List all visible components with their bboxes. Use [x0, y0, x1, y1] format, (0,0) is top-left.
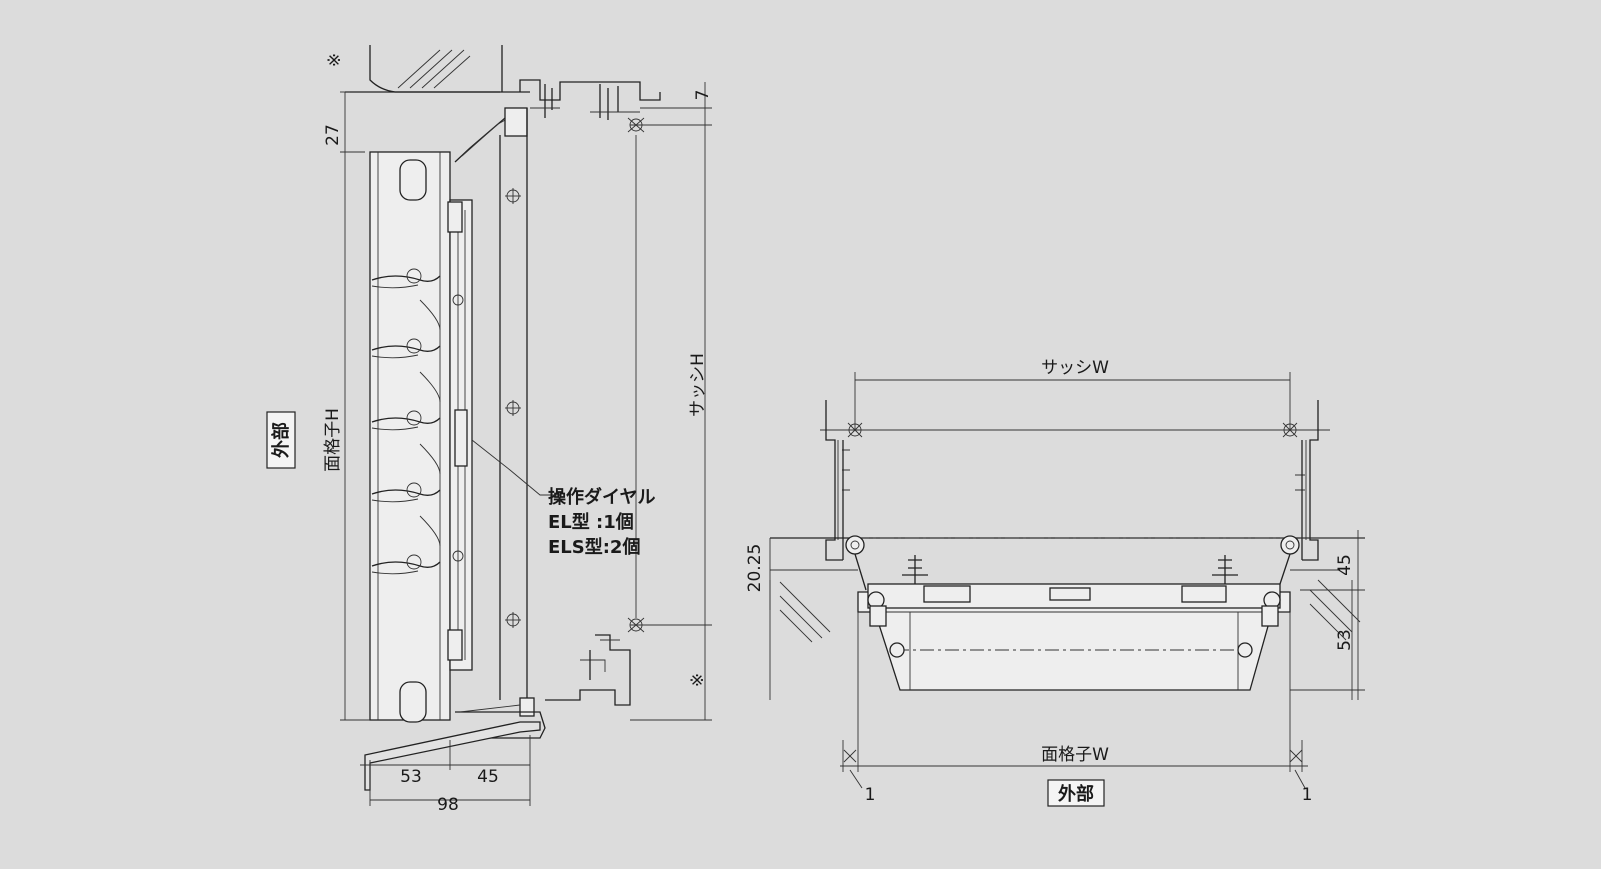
sash-w-label: サッシW	[1041, 358, 1109, 378]
bottom-asterisk: ※	[688, 673, 708, 687]
bottom-sill-detail	[364, 634, 631, 791]
top-end-cap	[399, 159, 427, 201]
rail-block-center	[1049, 587, 1091, 601]
dial-leader-line	[471, 439, 560, 496]
rail-block-left	[923, 585, 971, 603]
plan-dim-1-right: 1	[1302, 785, 1313, 805]
dim-27-label: 27	[323, 124, 343, 146]
face-lattice-h-label: 面格子H	[323, 408, 343, 472]
sash-h-label: サッシH	[688, 353, 708, 417]
top-asterisk: ※	[325, 53, 345, 67]
horizontal-plan-view: サッシW	[745, 358, 1365, 807]
dim-98-label: 98	[437, 795, 459, 815]
rod-bottom-bracket	[447, 629, 463, 661]
dim-7-label: 7	[693, 90, 713, 101]
bottom-bracket-block	[519, 697, 535, 717]
bolt-left	[889, 642, 905, 658]
right-wall-post	[1295, 400, 1319, 561]
side-clip-right	[1261, 605, 1279, 627]
lattice-frame	[369, 151, 451, 721]
left-wall-post	[825, 400, 850, 561]
dim-45-label: 45	[477, 767, 499, 787]
top-fasteners	[902, 555, 1238, 584]
louver-blades	[371, 268, 441, 575]
dim-53-label: 53	[400, 767, 422, 787]
vertical-section-view: ※ 27 面格子H 7 サッシH ※ 53 45 98 外部 操作ダイヤル EL…	[266, 45, 713, 815]
lattice-body	[857, 591, 1291, 691]
exterior-label-vertical: 外部	[270, 422, 292, 458]
plan-dim-45-label: 45	[1335, 554, 1355, 576]
screw-markers	[505, 117, 645, 633]
wall-hatching	[779, 579, 1361, 643]
plan-dim-53-label: 53	[1335, 629, 1355, 651]
plan-screw-markers	[847, 422, 1298, 438]
side-clip-left	[869, 605, 887, 627]
plan-dim-1-left: 1	[865, 785, 876, 805]
top-bracket-block	[504, 107, 528, 137]
bottom-end-cap	[399, 681, 427, 723]
section-dimensions	[340, 82, 712, 806]
bolt-right	[1237, 642, 1253, 658]
operating-dial-el: EL型 :1個	[548, 511, 634, 533]
plan-dim-20-25-label: 20.25	[745, 544, 765, 593]
operating-dial-title: 操作ダイヤル	[548, 486, 655, 508]
exterior-label-box-horizontal	[1047, 779, 1105, 807]
plan-bottom-markers	[843, 749, 1303, 763]
exterior-label-horizontal: 外部	[1058, 783, 1094, 805]
corner-hinges	[845, 535, 1300, 591]
rail-block-right	[1181, 585, 1227, 603]
face-lattice-w-label: 面格子W	[1041, 745, 1109, 765]
exterior-label-box-vertical	[266, 411, 296, 469]
operating-dial-els: ELS型:2個	[548, 536, 640, 558]
top-wall-detail	[345, 45, 661, 120]
operating-dial	[454, 409, 468, 467]
rod-top-bracket	[447, 201, 463, 233]
